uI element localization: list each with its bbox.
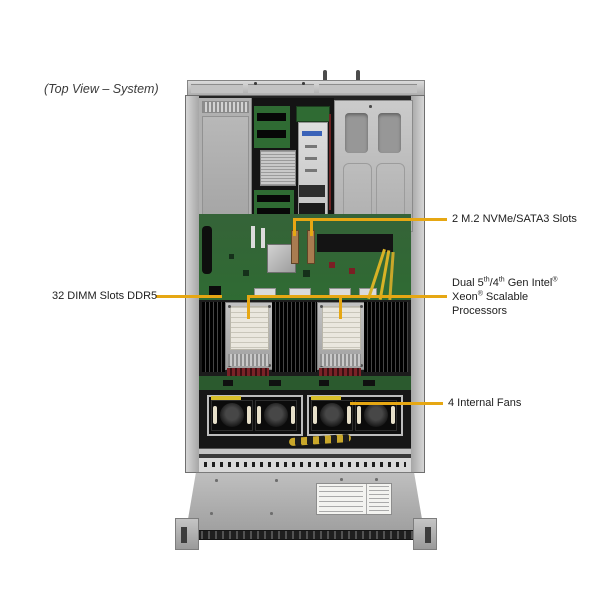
unit-blue-stripe: [302, 131, 322, 136]
warning-label: [211, 396, 241, 401]
rear-screw-dot: [302, 82, 305, 85]
drive-tray-cover: [334, 100, 413, 232]
fan-tray: [307, 395, 403, 436]
chip: [229, 254, 234, 259]
bracket-perforated: [260, 150, 296, 186]
fan: [311, 400, 353, 431]
xeon-callout-pointer: [247, 295, 250, 319]
left-chassis-wall: [186, 96, 199, 472]
cover-screw: [369, 105, 372, 108]
thumbscrew-post: [323, 70, 327, 82]
ear-slot: [425, 527, 431, 543]
riser-card: [254, 106, 290, 148]
dimm-bank: [202, 302, 225, 372]
chip: [329, 262, 335, 268]
lower-pcb-strip: [199, 376, 411, 390]
flat-cable: [202, 226, 212, 274]
view-caption: (Top View – System): [44, 82, 159, 96]
connector-block-row: [317, 234, 393, 252]
sata-cable-yellow: [388, 251, 395, 301]
unit-mark: [305, 169, 317, 172]
spec-label-divider: [366, 484, 367, 514]
xeon-callout-label: Dual 5th/4th Gen Intel® Xeon® Scalable P…: [452, 276, 558, 318]
backplane-dark-line: [199, 454, 411, 458]
chip: [243, 270, 249, 276]
blank-plate: [202, 116, 249, 226]
vent-grille: [202, 101, 249, 113]
rear-panel-segment: [248, 84, 314, 93]
chip: [349, 268, 355, 274]
connector-dots: [204, 462, 406, 467]
chip: [319, 380, 329, 386]
spec-label-rows: [319, 486, 363, 512]
power-distribution-unit: [298, 122, 328, 224]
rear-panel-segment: [191, 84, 243, 93]
spec-label-rows: [369, 486, 389, 512]
red-wire: [329, 114, 331, 210]
tray-handle-cutout: [378, 113, 401, 153]
tray-handle-cutout: [345, 113, 368, 153]
connector-row: [199, 458, 411, 472]
backplane-edge: [199, 448, 411, 455]
rear-middle-cavity: [252, 98, 334, 232]
chip: [223, 380, 233, 386]
chip: [303, 270, 310, 277]
xeon-line3: Processors: [452, 305, 508, 317]
chip: [269, 380, 281, 386]
power-connector-comb: [227, 368, 269, 376]
front-cover: [186, 472, 424, 531]
m2-callout-label: 2 M.2 NVMe/SATA3 Slots: [452, 213, 577, 225]
m2-callout-pointer: [293, 218, 296, 236]
unit-mark: [305, 145, 317, 148]
dimm-callout-label: 32 DIMM Slots DDR5: [52, 290, 158, 302]
dimm-bank: [272, 302, 317, 372]
xeon-callout-pointer: [339, 295, 342, 319]
chip: [363, 380, 375, 386]
xeon-line1: Dual 5th/4th Gen Intel®: [452, 276, 558, 289]
mounting-ear-right: [413, 518, 437, 550]
heatsink-fins: [228, 354, 269, 366]
fan: [255, 400, 297, 431]
fan-region: [199, 390, 411, 448]
unit-mark: [305, 157, 317, 160]
fan: [211, 400, 253, 431]
warning-label: [311, 396, 341, 401]
ear-slot: [181, 527, 187, 543]
xeon-line2: Xeon® Scalable: [452, 290, 529, 303]
riser-slot: [257, 130, 286, 138]
motherboard: [199, 214, 411, 301]
dimm-bank: [364, 302, 408, 372]
spec-label: [316, 483, 392, 515]
mounting-ear-left: [175, 518, 199, 550]
front-grille: [193, 530, 419, 540]
riser-slot: [257, 208, 290, 215]
rear-panel-bar: [187, 80, 425, 98]
fans-callout-line: [350, 402, 443, 405]
m2-callout-line: [293, 218, 447, 221]
rear-panel-segment: [319, 84, 417, 93]
xeon-callout-line: [247, 295, 447, 298]
fans-callout-label: 4 Internal Fans: [448, 397, 522, 409]
server-chassis: [185, 95, 425, 473]
power-jack: [209, 286, 221, 296]
riser-slot: [257, 195, 290, 202]
dimm-cpu-region: [199, 300, 411, 390]
vertical-connector: [251, 226, 255, 248]
rear-io-board: [296, 106, 330, 122]
dimm-callout-line: [156, 295, 222, 298]
m2-callout-pointer: [310, 218, 313, 236]
power-connector-comb: [319, 368, 361, 376]
rear-left-plate: [199, 98, 252, 230]
rear-screw-dot: [254, 82, 257, 85]
riser-slot: [257, 113, 286, 121]
fan: [355, 400, 397, 431]
vertical-connector: [261, 228, 265, 248]
fan-tray: [207, 395, 303, 436]
heatsink-fins: [320, 354, 361, 366]
thumbscrew-post: [356, 70, 360, 82]
unit-dark-band: [299, 185, 325, 197]
